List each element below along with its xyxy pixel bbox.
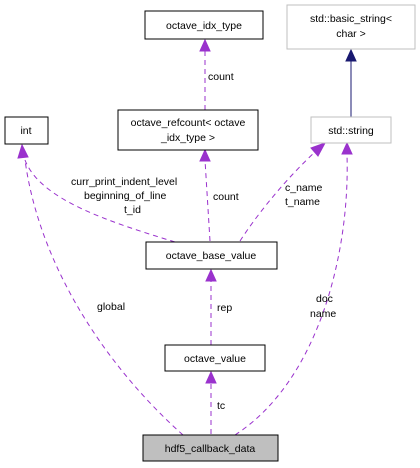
node-int[interactable]: int xyxy=(4,116,49,145)
node-octave-value-label: octave_value xyxy=(184,353,246,365)
node-octave-refcount[interactable]: octave_refcount< octave _idx_type > xyxy=(117,109,259,151)
node-std-basic-string-char-label-1: std::basic_string< xyxy=(310,13,392,25)
edge-label-curr-print-indent-level: curr_print_indent_level xyxy=(71,176,177,188)
edge-label-tc: tc xyxy=(217,400,225,412)
edge-label-t-name: t_name xyxy=(285,196,320,208)
edge-count-refcount xyxy=(199,148,211,242)
node-std-string-label: std::string xyxy=(328,125,374,137)
edge-rep xyxy=(205,268,217,345)
node-std-string[interactable]: std::string xyxy=(310,116,392,144)
node-hdf5-callback-data-label: hdf5_callback_data xyxy=(165,443,256,455)
edge-label-name: name xyxy=(310,308,336,320)
edge-global xyxy=(24,159,184,436)
edge-label-rep: rep xyxy=(217,302,232,314)
edge-label-c-name: c_name xyxy=(285,182,323,194)
edge-string-base-value xyxy=(239,142,327,242)
edge-label-t-id: t_id xyxy=(124,204,141,216)
edge-int-base-value xyxy=(17,143,176,243)
node-int-label: int xyxy=(20,125,31,137)
edge-label-count-ref: count xyxy=(213,191,239,203)
node-octave-idx-type-label: octave_idx_type xyxy=(166,20,242,32)
node-hdf5-callback-data[interactable]: hdf5_callback_data xyxy=(142,434,279,462)
node-octave-base-value-label: octave_base_value xyxy=(166,250,257,262)
edge-label-doc: doc xyxy=(316,293,333,305)
edge-label-beginning-of-line: beginning_of_line xyxy=(84,190,166,202)
node-octave-refcount-label-1: octave_refcount< octave xyxy=(131,117,246,129)
edge-tc xyxy=(205,370,217,434)
node-std-basic-string-char-label-2: char > xyxy=(336,28,365,40)
edge-label-count-idx: count xyxy=(208,71,234,83)
node-octave-idx-type[interactable]: octave_idx_type xyxy=(144,10,264,40)
edge-count-idx-type xyxy=(199,38,211,110)
node-std-basic-string-char[interactable]: std::basic_string< char > xyxy=(286,4,416,50)
node-octave-refcount-label-2: _idx_type > xyxy=(160,132,215,144)
node-octave-value[interactable]: octave_value xyxy=(164,344,266,372)
edge-doc-name xyxy=(234,141,353,436)
edge-label-global: global xyxy=(97,301,125,313)
edge-inheritance-basic-string xyxy=(345,48,357,117)
node-octave-base-value[interactable]: octave_base_value xyxy=(145,241,278,270)
